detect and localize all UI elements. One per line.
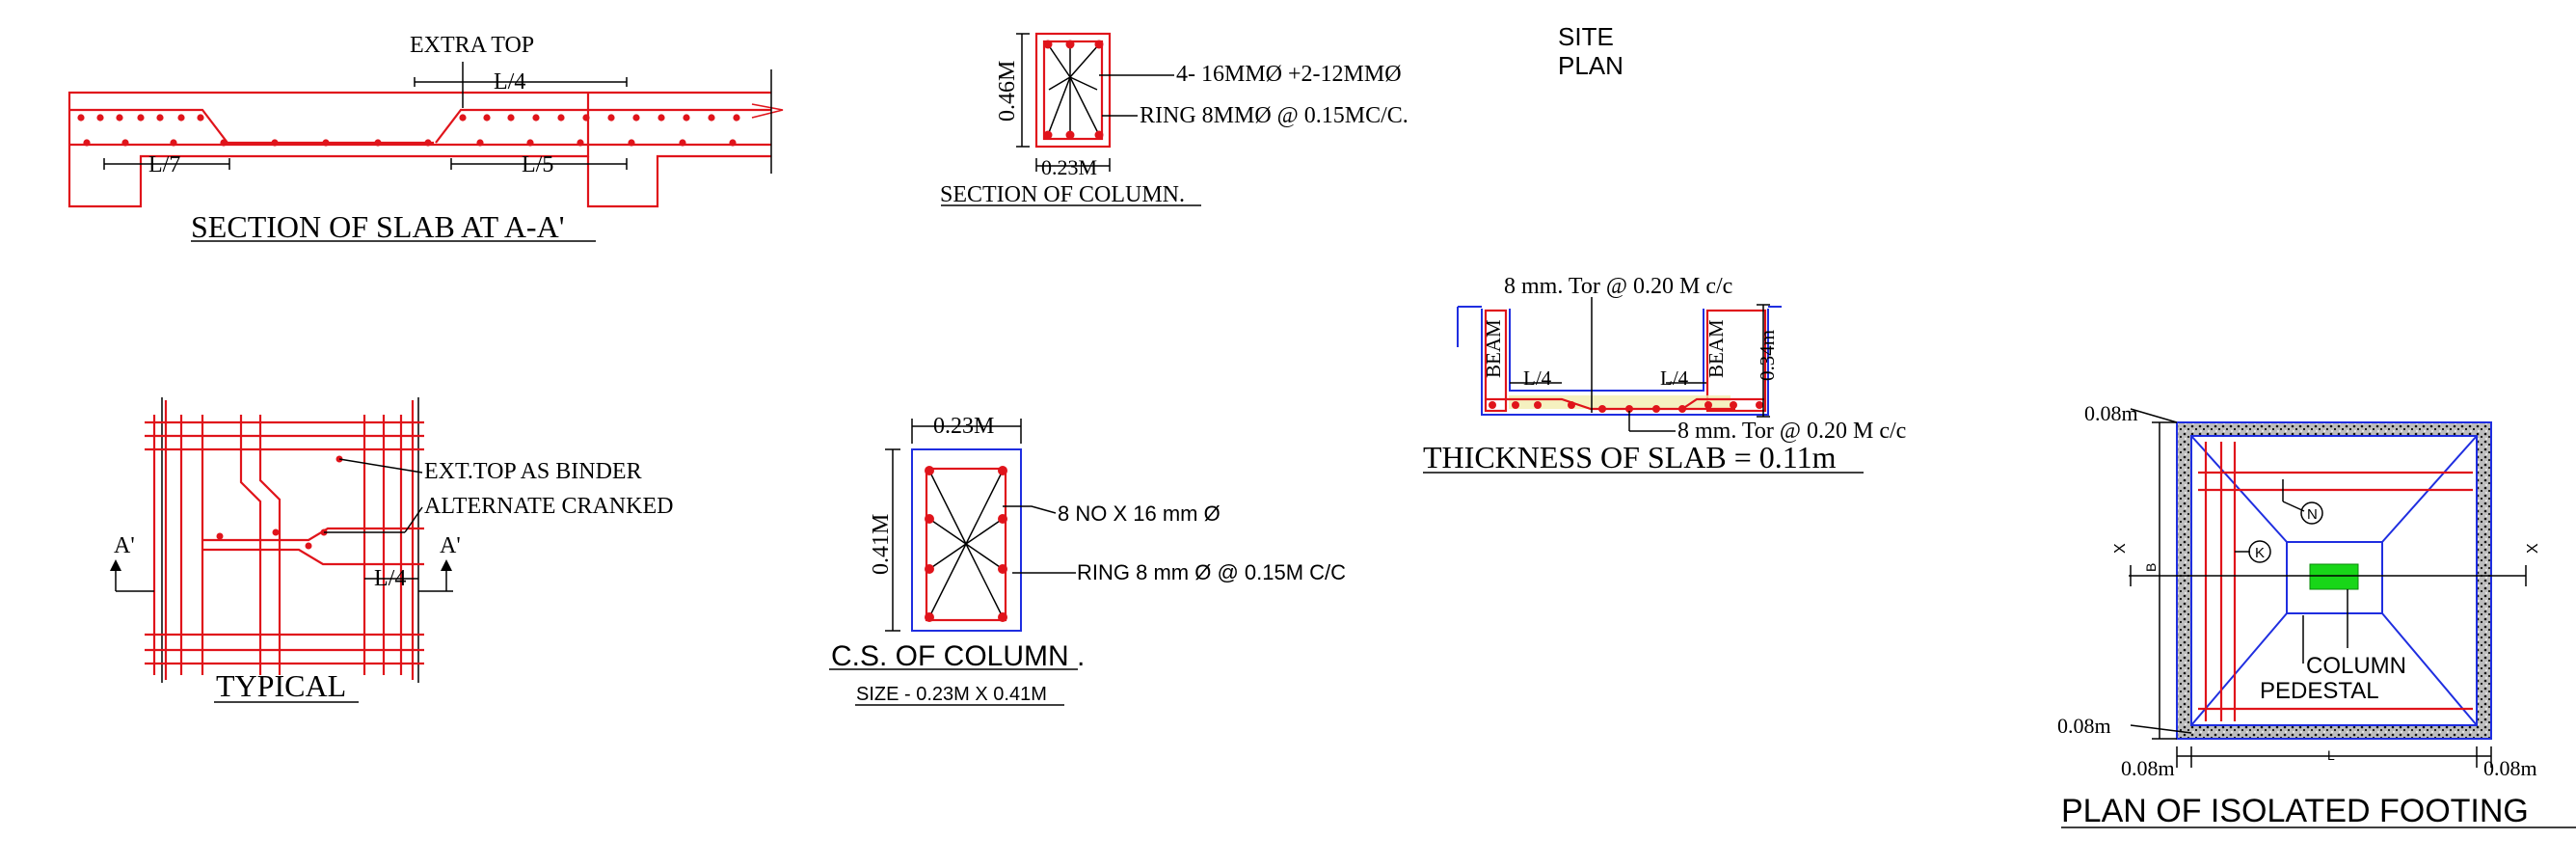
footing-dim-top: 0.08m bbox=[2084, 401, 2138, 425]
slab-depth-label: 0.34m bbox=[1756, 330, 1779, 381]
column-bars-label: 4- 16MMØ +2-12MMØ bbox=[1176, 62, 1402, 87]
footing-title: PLAN OF ISOLATED FOOTING bbox=[2061, 793, 2529, 829]
slab-bar-dots bbox=[77, 114, 740, 147]
footing-dim-bottom: 0.08m bbox=[2057, 714, 2111, 738]
typical-slab-plan-drawing bbox=[110, 397, 453, 703]
footing-mark-n: N bbox=[2307, 506, 2318, 523]
footing-dim-l: L bbox=[2327, 747, 2335, 763]
typical-cranked-label: ALTERNATE CRANKED bbox=[424, 494, 673, 519]
slab-thickness-dim-l4-left: L/4 bbox=[1523, 366, 1552, 390]
column-section-drawing bbox=[941, 32, 1201, 206]
slab-top-rebar-label: 8 mm. Tor @ 0.20 M c/c bbox=[1504, 274, 1732, 299]
typical-title: TYPICAL bbox=[216, 668, 346, 703]
footing-plan-drawing bbox=[2061, 408, 2576, 828]
site-plan-line-2: PLAN bbox=[1558, 51, 1623, 80]
column-width-label: 0.23M bbox=[1041, 155, 1097, 179]
footing-dim-bottom-left: 0.08m bbox=[2121, 756, 2175, 780]
slab-dim-l4: L/4 bbox=[494, 69, 525, 95]
cs-column-height-label: 0.41M bbox=[869, 514, 894, 575]
slab-thickness-drawing bbox=[1423, 297, 1864, 474]
footing-mark-k: K bbox=[2255, 545, 2265, 561]
column-ring-label: RING 8MMØ @ 0.15MC/C. bbox=[1140, 103, 1409, 128]
footing-pedestal-label: PEDESTAL bbox=[2260, 678, 2379, 704]
typical-marker-left: A' bbox=[114, 533, 135, 558]
cs-column-width-label: 0.23M bbox=[933, 414, 994, 439]
footing-axis-right: X bbox=[2525, 543, 2541, 554]
column-height-label: 0.46M bbox=[995, 61, 1020, 122]
slab-dim-l5: L/5 bbox=[522, 152, 553, 177]
typical-binder-label: EXT.TOP AS BINDER bbox=[424, 459, 642, 484]
cs-column-bars-label: 8 NO X 16 mm Ø bbox=[1058, 501, 1221, 526]
cs-column-size-label: SIZE - 0.23M X 0.41M bbox=[856, 684, 1047, 705]
column-section-title: SECTION OF COLUMN. bbox=[940, 182, 1185, 207]
slab-thickness-dim-l4-right: L/4 bbox=[1660, 366, 1689, 390]
footing-axis-left: X bbox=[2112, 543, 2129, 554]
footing-column-label: COLUMN bbox=[2306, 653, 2406, 679]
slab-section-drawing bbox=[67, 62, 784, 242]
slab-thickness-title: THICKNESS OF SLAB = 0.11m bbox=[1423, 440, 1837, 474]
footing-dim-b: B bbox=[2143, 563, 2159, 572]
slab-extra-top-label: EXTRA TOP bbox=[410, 33, 534, 58]
slab-bottom-rebar-label: 8 mm. Tor @ 0.20 M c/c bbox=[1677, 419, 1906, 444]
slab-section-title: SECTION OF SLAB AT A-A' bbox=[191, 209, 564, 244]
cs-column-ring-label: RING 8 mm Ø @ 0.15M C/C bbox=[1077, 560, 1346, 584]
typical-dim-l4: L/4 bbox=[374, 566, 406, 591]
beam-right-label: BEAM bbox=[1704, 319, 1728, 378]
beam-left-label: BEAM bbox=[1482, 319, 1505, 378]
cs-column-drawing bbox=[829, 419, 1078, 706]
typical-marker-right: A' bbox=[440, 533, 461, 558]
site-plan-line-1: SITE bbox=[1558, 22, 1614, 51]
cs-column-title: C.S. OF COLUMN . bbox=[831, 640, 1085, 672]
footing-dim-bottom-right: 0.08m bbox=[2483, 756, 2537, 780]
slab-dim-l7: L/7 bbox=[148, 152, 180, 177]
